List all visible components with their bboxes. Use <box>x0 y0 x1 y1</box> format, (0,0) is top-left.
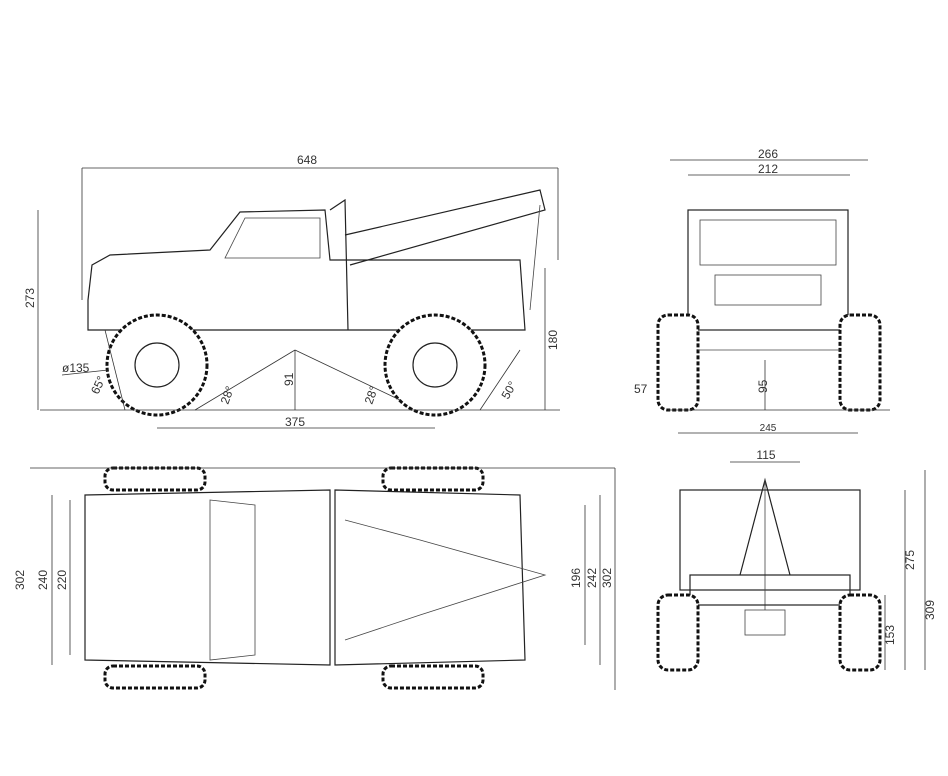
front-width-label: 266 <box>758 147 778 161</box>
bumper-height-label: 153 <box>883 625 897 645</box>
tire-diameter-label: ø135 <box>62 361 90 375</box>
breakover-rear-label: 28° <box>362 384 381 406</box>
rear-height-label: 309 <box>923 600 937 620</box>
axle-clearance-label: 95 <box>756 379 770 393</box>
front-body-width-label: 212 <box>758 162 778 176</box>
bed-inner-width-label: 196 <box>569 568 583 588</box>
boom-width-label: 115 <box>756 448 775 462</box>
breakover-front-label: 28° <box>218 384 237 406</box>
top-width-label: 302 <box>13 570 27 590</box>
departure-angle-label: 50° <box>498 379 519 402</box>
boom-height-label: 180 <box>546 330 560 350</box>
rear-width-label: 302 <box>600 568 614 588</box>
tire-width-label: 57 <box>634 382 648 396</box>
front-view <box>656 159 890 434</box>
side-height-label: 273 <box>23 288 37 308</box>
cab-width-label: 240 <box>36 570 50 590</box>
approach-angle-label: 65° <box>88 374 108 397</box>
bed-width-label: 242 <box>585 568 599 588</box>
wheelbase-label: 375 <box>285 415 305 429</box>
side-length-label: 648 <box>297 153 317 167</box>
top-view <box>30 466 616 690</box>
rear-view <box>656 461 926 672</box>
cab-inner-width-label: 220 <box>55 570 69 590</box>
side-view <box>37 167 560 429</box>
rear-boom-height-label: 275 <box>903 550 917 570</box>
clearance-label: 91 <box>282 372 296 386</box>
track-width-label: 245 <box>760 423 777 434</box>
